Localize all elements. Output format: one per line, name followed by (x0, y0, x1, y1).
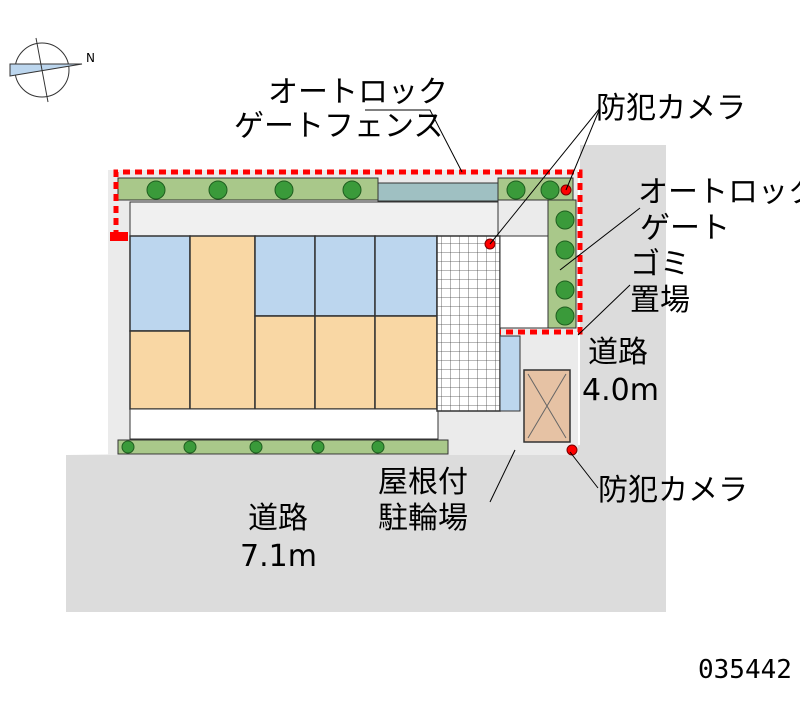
label-bike-parking-2: 駐輪場 (378, 501, 468, 536)
trees (121, 180, 575, 454)
label-bike-parking-1: 屋根付 (378, 465, 468, 500)
label-camera-bottom: 防犯カメラ (598, 473, 748, 508)
label-east-road-width: 4.0m (582, 373, 659, 408)
label-garbage-2: 置場 (630, 283, 690, 318)
north-greenery-2 (377, 182, 499, 202)
label-south-road-width: 7.1m (240, 539, 317, 574)
label-garbage-1: ゴミ (630, 247, 690, 282)
balcony-strip (129, 408, 439, 440)
label-autolock-gate-fence-1: オートロック (268, 75, 448, 110)
garbage-area (499, 335, 521, 412)
label-autolock-gate-1: オートロック (638, 175, 800, 210)
corridor (129, 201, 499, 237)
south-road (66, 145, 666, 612)
camera-dot-bottom (566, 444, 578, 456)
compass-north-label: N (86, 51, 95, 65)
building-units (129, 235, 438, 410)
label-autolock-gate-2: ゲート (640, 211, 730, 246)
autolock-fence (113, 169, 583, 335)
label-south-road-name: 道路 (248, 501, 308, 536)
label-east-road-name: 道路 (588, 335, 648, 370)
label-camera-top: 防犯カメラ (596, 91, 746, 126)
compass-rose (9, 37, 83, 103)
label-autolock-gate-fence-2: ゲートフェンス (234, 109, 444, 144)
stairs (499, 235, 549, 329)
entrance-hall (436, 235, 501, 412)
leader-lines (365, 107, 641, 503)
property-code: 035442 (698, 655, 792, 685)
south-greenery (117, 439, 449, 455)
